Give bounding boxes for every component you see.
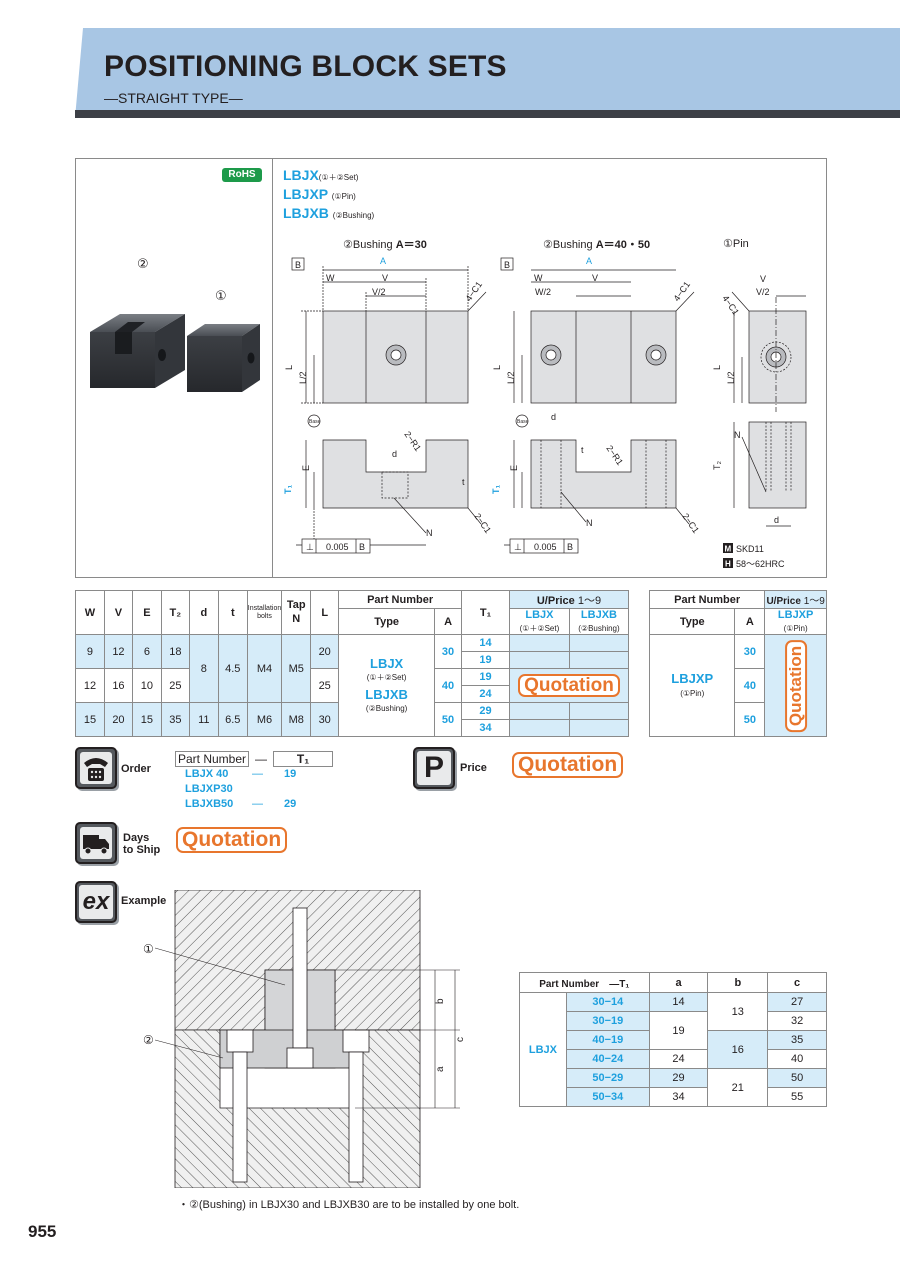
svg-text:M: M	[725, 545, 732, 554]
svg-text:d: d	[551, 412, 556, 422]
svg-text:H: H	[725, 560, 731, 569]
header-corner	[75, 28, 83, 118]
view3-title: ①Pin	[723, 238, 749, 250]
svg-text:a: a	[435, 1066, 446, 1072]
header-underline	[75, 110, 900, 118]
svg-text:2−R1: 2−R1	[604, 443, 625, 467]
svg-text:N: N	[586, 518, 593, 528]
price-label: Price	[460, 762, 487, 774]
svg-text:V: V	[760, 274, 766, 284]
svg-text:L: L	[284, 365, 294, 370]
price-quotation: Quotation	[512, 752, 624, 779]
svg-text:Base: Base	[517, 419, 529, 425]
svg-text:2−R1: 2−R1	[402, 429, 423, 453]
svg-text:V/2: V/2	[756, 287, 770, 297]
days-quotation: Quotation	[176, 827, 288, 854]
svg-text:SKD11: SKD11	[736, 544, 764, 554]
svg-text:L/2: L/2	[726, 371, 736, 384]
photo-label-bushing: ②	[137, 256, 149, 271]
svg-text:4−C1: 4−C1	[671, 280, 692, 304]
header-band	[75, 28, 900, 118]
truck-icon	[75, 822, 117, 864]
order-icon	[75, 747, 117, 789]
photo-label-pin: ①	[215, 288, 227, 303]
example-label: Example	[121, 895, 167, 907]
example-callout-pin: ①	[143, 942, 154, 956]
svg-text:0.005: 0.005	[326, 542, 349, 552]
spec-quotation-badge: Quotation	[518, 673, 620, 698]
product-photo	[90, 314, 260, 392]
svg-text:V/2: V/2	[372, 287, 386, 297]
example-drawing: b c a	[155, 890, 466, 1188]
page-subtitle: —STRAIGHT TYPE—	[104, 90, 243, 106]
svg-text:W/2: W/2	[535, 287, 551, 297]
svg-text:2−C1: 2−C1	[472, 511, 493, 535]
technical-drawing: Base Base B B A W V V/2 L L/2 4−C1 2−R1 …	[283, 256, 807, 569]
example-callout-bushing: ②	[143, 1033, 154, 1047]
pin-table: Part Number U/Price 1～9 Type A LBJXP(①Pi…	[648, 590, 827, 737]
svg-text:4−C1: 4−C1	[720, 293, 741, 317]
svg-text:⊥: ⊥	[306, 542, 314, 552]
view1-title: ②Bushing A＝30	[343, 239, 427, 251]
svg-text:E: E	[301, 465, 311, 471]
svg-text:L: L	[712, 365, 722, 370]
svg-text:t: t	[462, 477, 465, 487]
svg-text:T₁: T₁	[491, 485, 501, 494]
page-title: POSITIONING BLOCK SETS	[104, 50, 507, 83]
svg-text:T₂: T₂	[712, 461, 722, 470]
example-table: Part Number —T₁ a b c LBJX 30−14 14 13 2…	[519, 972, 827, 1107]
footnote: ・②(Bushing) in LBJX30 and LBJXB30 are to…	[178, 1199, 520, 1211]
model-lbjx: LBJX(①＋②Set)	[283, 167, 359, 183]
svg-text:W: W	[326, 273, 335, 283]
svg-text:0.005: 0.005	[534, 542, 557, 552]
svg-text:N: N	[734, 430, 741, 440]
svg-text:c: c	[455, 1037, 466, 1042]
svg-text:Base: Base	[309, 419, 321, 425]
svg-text:4−C1: 4−C1	[463, 280, 484, 304]
page-number: 955	[28, 1222, 57, 1241]
svg-text:L/2: L/2	[298, 371, 308, 384]
svg-text:t: t	[581, 445, 584, 455]
svg-text:b: b	[435, 998, 446, 1004]
svg-text:⊥: ⊥	[514, 542, 522, 552]
svg-text:B: B	[567, 542, 573, 552]
svg-text:L/2: L/2	[506, 371, 516, 384]
model-lbjxb: LBJXB (②Bushing)	[283, 205, 375, 221]
view2-title: ②Bushing A＝40・50	[543, 239, 651, 251]
svg-text:58～62HRC: 58～62HRC	[736, 559, 785, 569]
svg-text:W: W	[534, 273, 543, 283]
pin-quotation-badge: Quotation	[784, 639, 807, 732]
model-lbjxp: LBJXP (①Pin)	[283, 186, 356, 202]
order-example: Part Number — T₁ LBJX 40—19 LBJXP30 LBJX…	[175, 751, 334, 812]
svg-text:V: V	[592, 273, 598, 283]
svg-text:B: B	[359, 542, 365, 552]
example-icon: ex	[75, 881, 117, 923]
figure-divider	[272, 158, 273, 578]
svg-text:T₁: T₁	[283, 485, 293, 494]
svg-text:d: d	[392, 449, 397, 459]
svg-text:L: L	[492, 365, 502, 370]
svg-text:A: A	[380, 256, 386, 266]
svg-text:N: N	[426, 528, 433, 538]
svg-text:B: B	[295, 260, 301, 270]
svg-text:B: B	[504, 260, 510, 270]
svg-text:d: d	[774, 515, 779, 525]
price-icon: P	[413, 747, 455, 789]
svg-text:E: E	[509, 465, 519, 471]
svg-text:2−C1: 2−C1	[680, 511, 701, 535]
figure-frame	[75, 158, 827, 578]
svg-text:A: A	[586, 256, 592, 266]
rohs-badge: RoHS	[222, 168, 262, 182]
order-label: Order	[121, 763, 151, 775]
svg-text:V: V	[382, 273, 388, 283]
